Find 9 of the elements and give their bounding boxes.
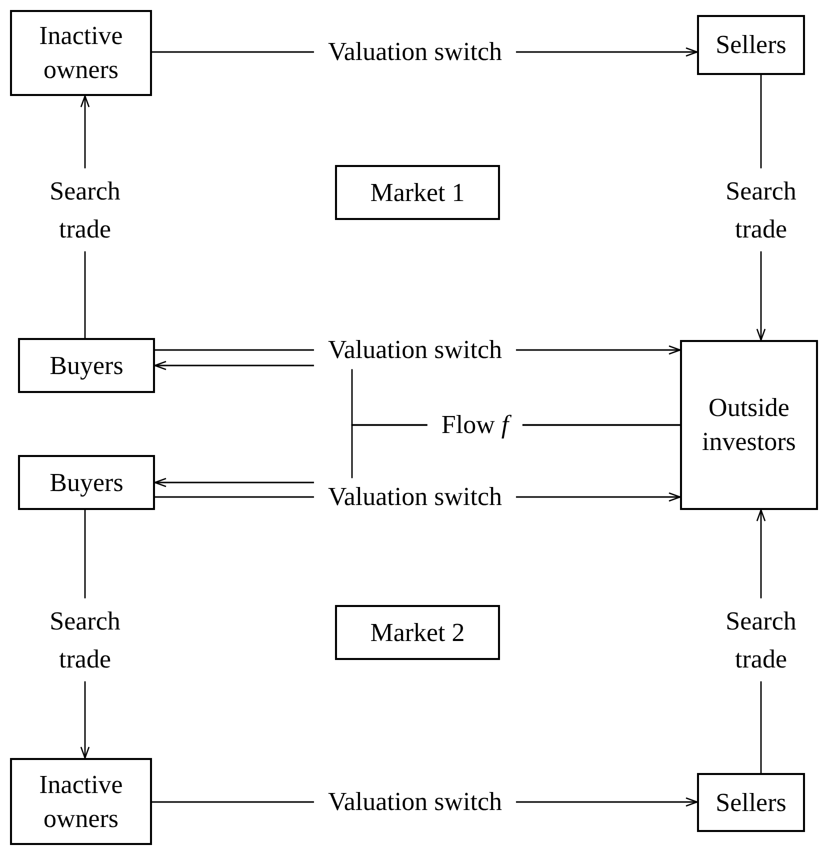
node-box: Market 1 — [335, 165, 500, 220]
node-box: Market 2 — [335, 605, 500, 660]
node-box: Sellers — [697, 773, 805, 832]
node-box: Buyers — [18, 338, 155, 393]
node-box: Buyers — [18, 455, 155, 510]
node-box: Outside investors — [680, 340, 818, 510]
node-box: Inactive owners — [10, 10, 152, 96]
node-box: Sellers — [697, 15, 805, 75]
node-box: Inactive owners — [10, 758, 152, 845]
